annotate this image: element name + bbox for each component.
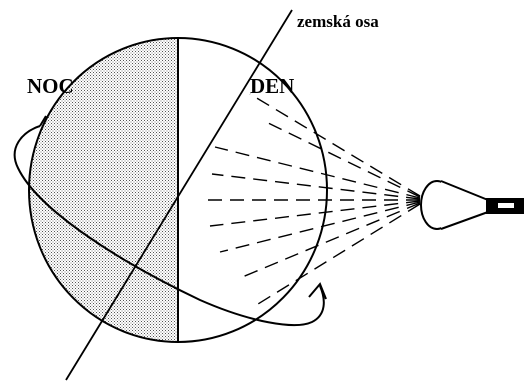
orbit-top-end <box>39 115 47 127</box>
night-label: NOC <box>27 74 74 98</box>
night-hemisphere <box>29 38 178 342</box>
rotation-orbit <box>13 125 325 327</box>
flashlight-icon <box>420 180 524 230</box>
axis-label: zemská osa <box>297 12 379 31</box>
light-rays <box>205 93 421 305</box>
rotation-arrow-icon <box>308 282 327 300</box>
earth-axis <box>65 9 293 381</box>
day-label: DEN <box>250 74 294 98</box>
